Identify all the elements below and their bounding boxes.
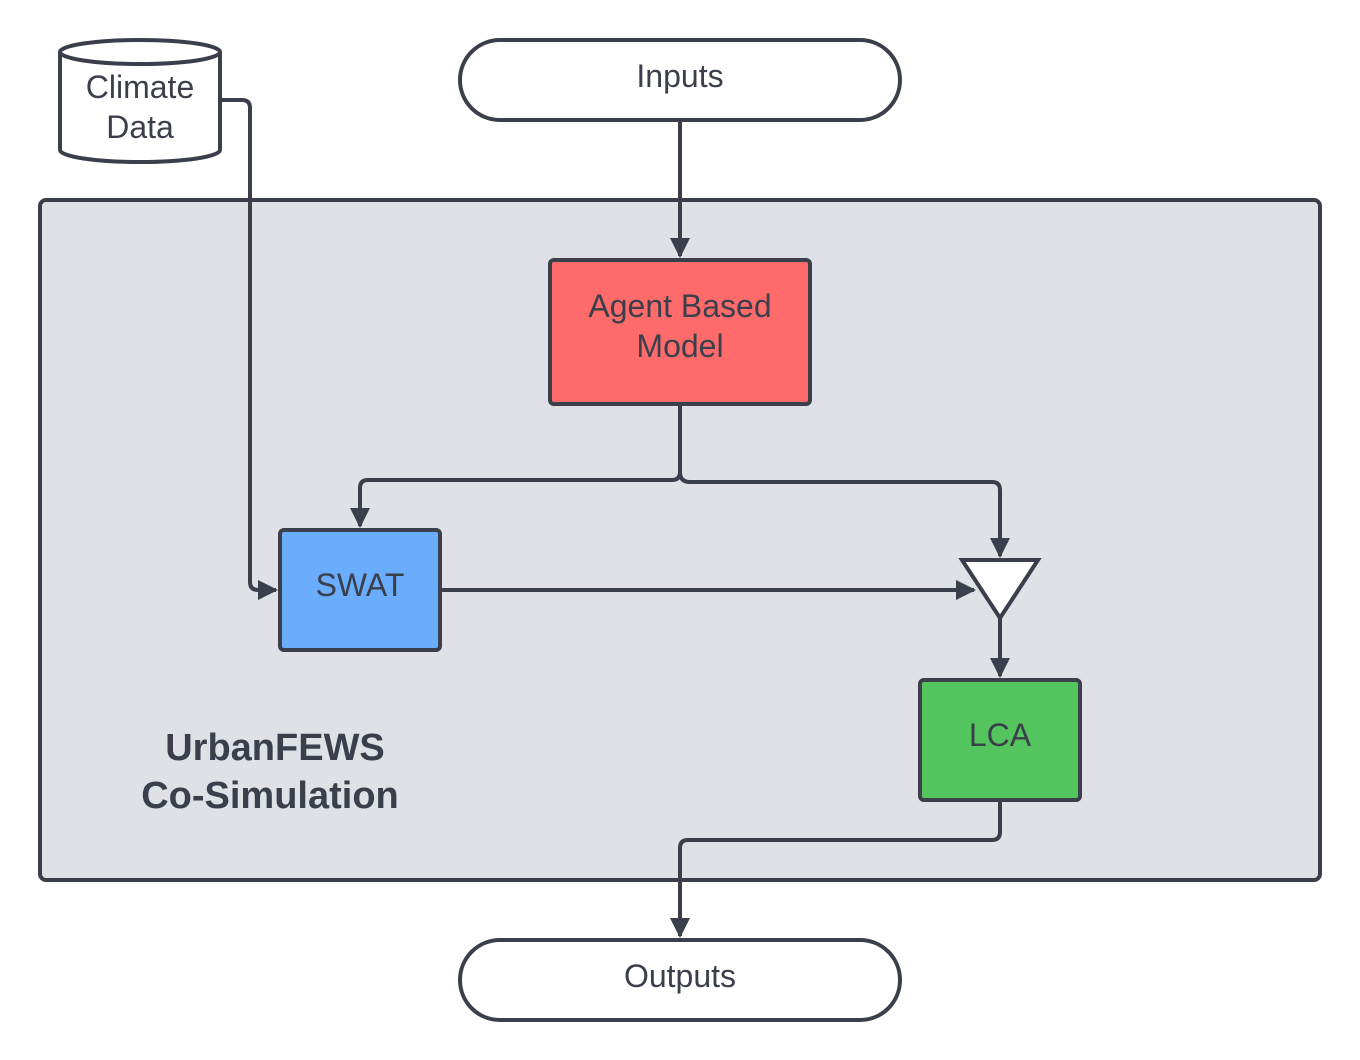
climate-data-label-line1: Climate bbox=[86, 69, 194, 105]
container-label-line1: UrbanFEWS bbox=[165, 727, 385, 769]
climate-data-label-line2: Data bbox=[106, 109, 174, 145]
outputs-label: Outputs bbox=[624, 958, 736, 994]
lca-box: LCA bbox=[918, 678, 1082, 802]
outputs-terminal: Outputs bbox=[458, 938, 902, 1022]
agent-based-model-label-line2: Model bbox=[636, 328, 723, 364]
container-label-line2: Co-Simulation bbox=[141, 775, 399, 817]
swat-label: SWAT bbox=[316, 567, 405, 603]
inputs-terminal: Inputs bbox=[458, 38, 902, 122]
agent-based-model-box: Agent Based Model bbox=[548, 258, 812, 406]
merge-triangle-icon bbox=[958, 558, 1042, 622]
agent-based-model-label-line1: Agent Based bbox=[588, 288, 771, 324]
swat-box: SWAT bbox=[278, 528, 442, 652]
inputs-label: Inputs bbox=[636, 58, 723, 94]
climate-data-database: Climate Data bbox=[58, 38, 222, 164]
lca-label: LCA bbox=[969, 717, 1032, 753]
edge-agent-model-to-merge bbox=[678, 471, 1010, 558]
edge-climate-to-swat bbox=[220, 98, 278, 600]
edge-lca-to-outputs bbox=[670, 800, 1002, 938]
